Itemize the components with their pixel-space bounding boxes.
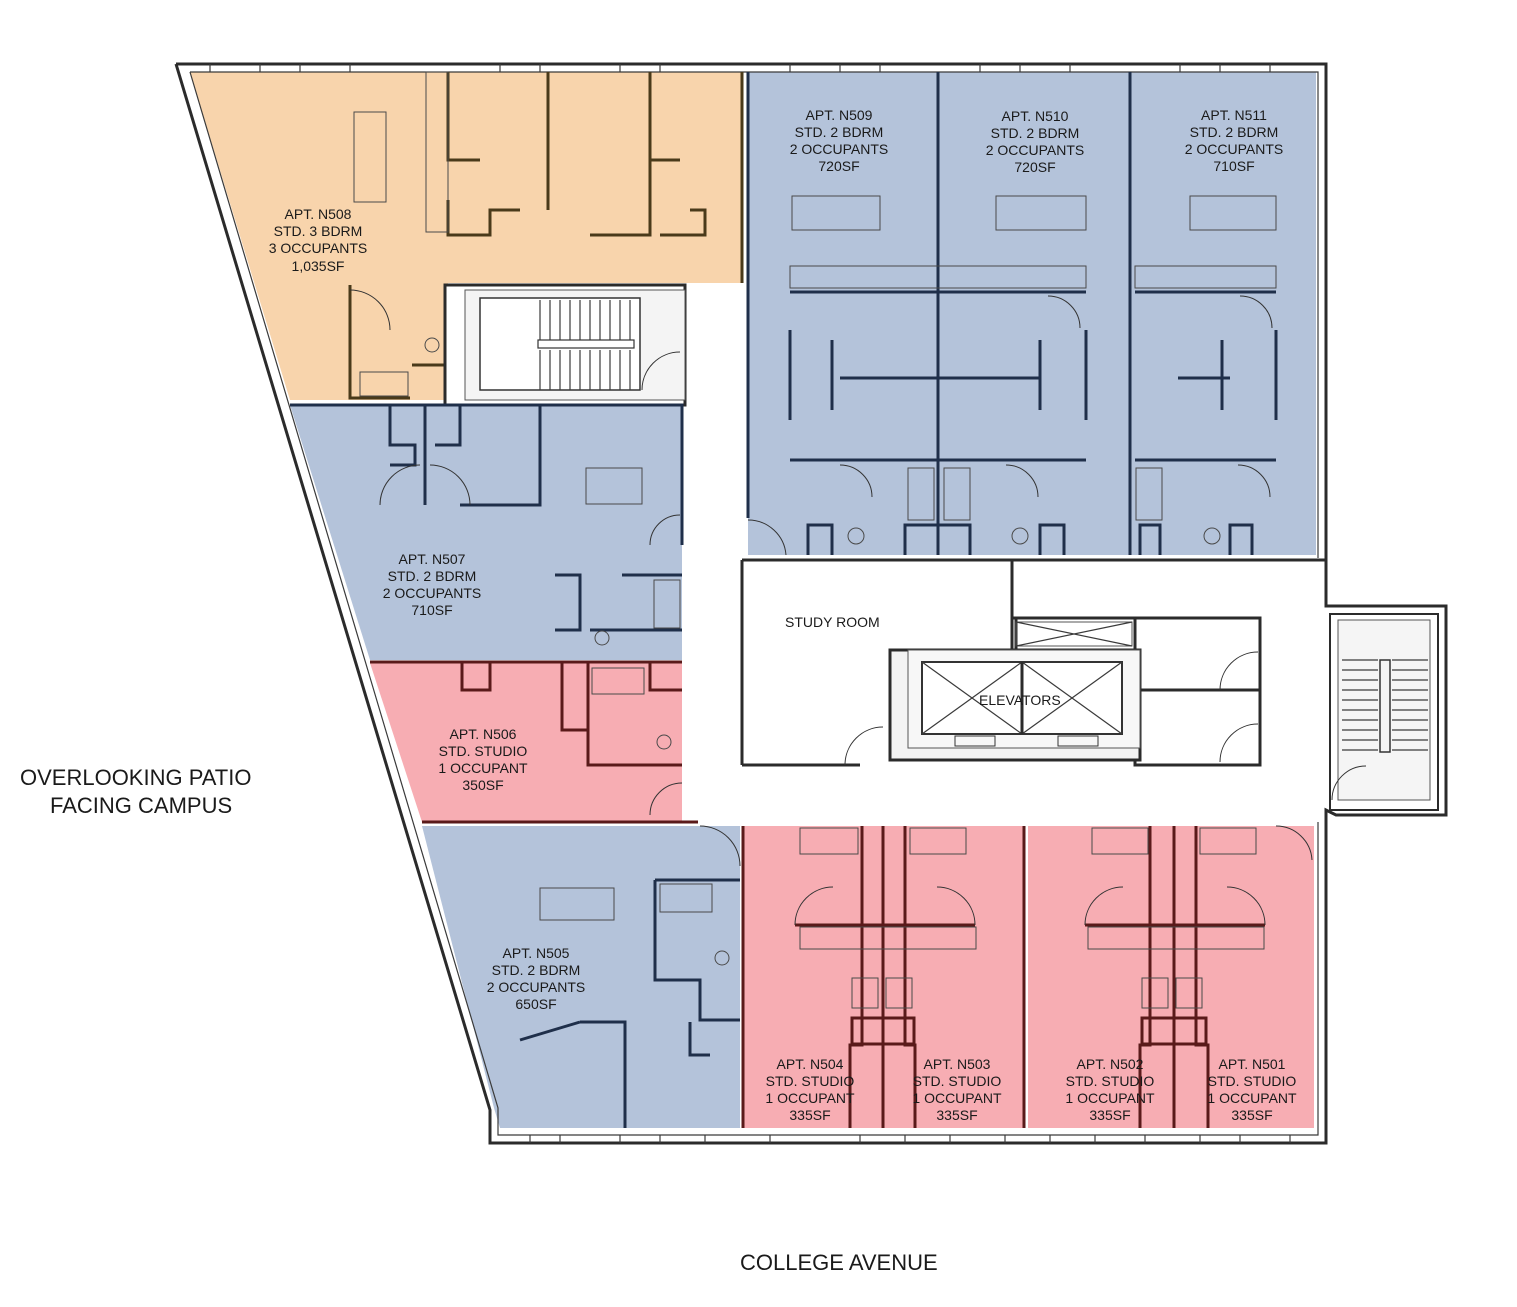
unit-name: APT. N506 xyxy=(450,726,517,742)
stair-core-1 xyxy=(443,283,687,407)
unit-name: APT. N505 xyxy=(503,945,570,961)
unit-area: 710SF xyxy=(411,602,452,618)
unit-occupants: 1 OCCUPANT xyxy=(765,1090,855,1106)
unit-label-n509: APT. N509 STD. 2 BDRM 2 OCCUPANTS 720SF xyxy=(790,107,889,174)
unit-n501-n504-walls xyxy=(741,825,1313,1128)
unit-label-n510: APT. N510 STD. 2 BDRM 2 OCCUPANTS 720SF xyxy=(986,108,1085,175)
unit-area: 720SF xyxy=(1014,159,1055,175)
unit-type: STD. 2 BDRM xyxy=(1190,124,1279,140)
elevators-label: ELEVATORS xyxy=(979,692,1061,708)
unit-type: STD. STUDIO xyxy=(766,1073,855,1089)
unit-area: 650SF xyxy=(515,996,556,1012)
unit-name: APT. N501 xyxy=(1219,1056,1286,1072)
unit-n511-area[interactable] xyxy=(1130,72,1316,555)
unit-name: APT. N507 xyxy=(399,551,466,567)
unit-area: 335SF xyxy=(1231,1107,1272,1123)
unit-label-n502: APT. N502 STD. STUDIO 1 OCCUPANT 335SF xyxy=(1065,1056,1155,1123)
unit-area: 335SF xyxy=(936,1107,977,1123)
unit-label-n508: APT. N508 STD. 3 BDRM 3 OCCUPANTS 1,035S… xyxy=(269,206,368,274)
unit-occupants: 3 OCCUPANTS xyxy=(269,240,368,256)
stair-core-2 xyxy=(1329,613,1439,811)
unit-type: STD. STUDIO xyxy=(439,743,528,759)
unit-occupants: 2 OCCUPANTS xyxy=(383,585,482,601)
unit-occupants: 1 OCCUPANT xyxy=(1065,1090,1155,1106)
unit-area: 720SF xyxy=(818,158,859,174)
unit-type: STD. STUDIO xyxy=(913,1073,1002,1089)
unit-name: APT. N502 xyxy=(1077,1056,1144,1072)
unit-n509-n511-walls xyxy=(746,72,1278,556)
patio-label-line1: OVERLOOKING PATIO xyxy=(20,765,251,790)
unit-n507-area[interactable] xyxy=(290,405,682,660)
unit-n510-area[interactable] xyxy=(938,72,1130,555)
unit-type: STD. STUDIO xyxy=(1066,1073,1155,1089)
unit-occupants: 2 OCCUPANTS xyxy=(986,142,1085,158)
unit-n505-area[interactable] xyxy=(422,826,740,1128)
unit-occupants: 1 OCCUPANT xyxy=(1207,1090,1297,1106)
unit-name: APT. N511 xyxy=(1201,107,1267,123)
unit-area: 350SF xyxy=(462,777,503,793)
unit-name: APT. N510 xyxy=(1002,108,1069,124)
unit-name: APT. N508 xyxy=(285,206,352,222)
unit-label-n504: APT. N504 STD. STUDIO 1 OCCUPANT 335SF xyxy=(765,1056,855,1123)
unit-occupants: 2 OCCUPANTS xyxy=(487,979,586,995)
unit-area: 335SF xyxy=(789,1107,830,1123)
exterior-wall xyxy=(174,62,1448,1145)
unit-label-n506: APT. N506 STD. STUDIO 1 OCCUPANT 350SF xyxy=(438,726,528,793)
unit-label-n507: APT. N507 STD. 2 BDRM 2 OCCUPANTS 710SF xyxy=(383,551,482,618)
unit-occupants: 1 OCCUPANT xyxy=(912,1090,1002,1106)
unit-n505-walls xyxy=(519,825,741,1128)
unit-label-n505: APT. N505 STD. 2 BDRM 2 OCCUPANTS 650SF xyxy=(487,945,586,1012)
unit-type: STD. 2 BDRM xyxy=(388,568,477,584)
unit-name: APT. N504 xyxy=(777,1056,844,1072)
elevator-shaft xyxy=(888,648,1142,762)
unit-type: STD. 2 BDRM xyxy=(991,125,1080,141)
unit-area: 710SF xyxy=(1213,158,1254,174)
unit-type: STD. 2 BDRM xyxy=(795,124,884,140)
unit-occupants: 2 OCCUPANTS xyxy=(1185,141,1284,157)
unit-n506-walls xyxy=(370,660,698,824)
unit-type: STD. 3 BDRM xyxy=(274,223,363,239)
unit-type: STD. STUDIO xyxy=(1208,1073,1297,1089)
unit-label-n501: APT. N501 STD. STUDIO 1 OCCUPANT 335SF xyxy=(1207,1056,1297,1123)
unit-name: APT. N503 xyxy=(924,1056,991,1072)
unit-label-n511: APT. N511 STD. 2 BDRM 2 OCCUPANTS 710SF xyxy=(1185,107,1284,174)
unit-n506-area[interactable] xyxy=(370,663,682,822)
street-label: COLLEGE AVENUE xyxy=(740,1250,938,1275)
unit-occupants: 1 OCCUPANT xyxy=(438,760,528,776)
unit-name: APT. N509 xyxy=(806,107,873,123)
study-room-label: STUDY ROOM xyxy=(785,614,880,630)
patio-label-line2: FACING CAMPUS xyxy=(50,793,232,818)
unit-n504-area[interactable] xyxy=(743,826,883,1128)
unit-n509-area[interactable] xyxy=(748,72,938,555)
unit-type: STD. 2 BDRM xyxy=(492,962,581,978)
unit-area: 1,035SF xyxy=(292,258,345,274)
unit-occupants: 2 OCCUPANTS xyxy=(790,141,889,157)
unit-label-n503: APT. N503 STD. STUDIO 1 OCCUPANT 335SF xyxy=(912,1056,1002,1123)
unit-area: 335SF xyxy=(1089,1107,1130,1123)
unit-n507-walls xyxy=(290,403,684,646)
unit-n508-walls xyxy=(348,71,744,400)
